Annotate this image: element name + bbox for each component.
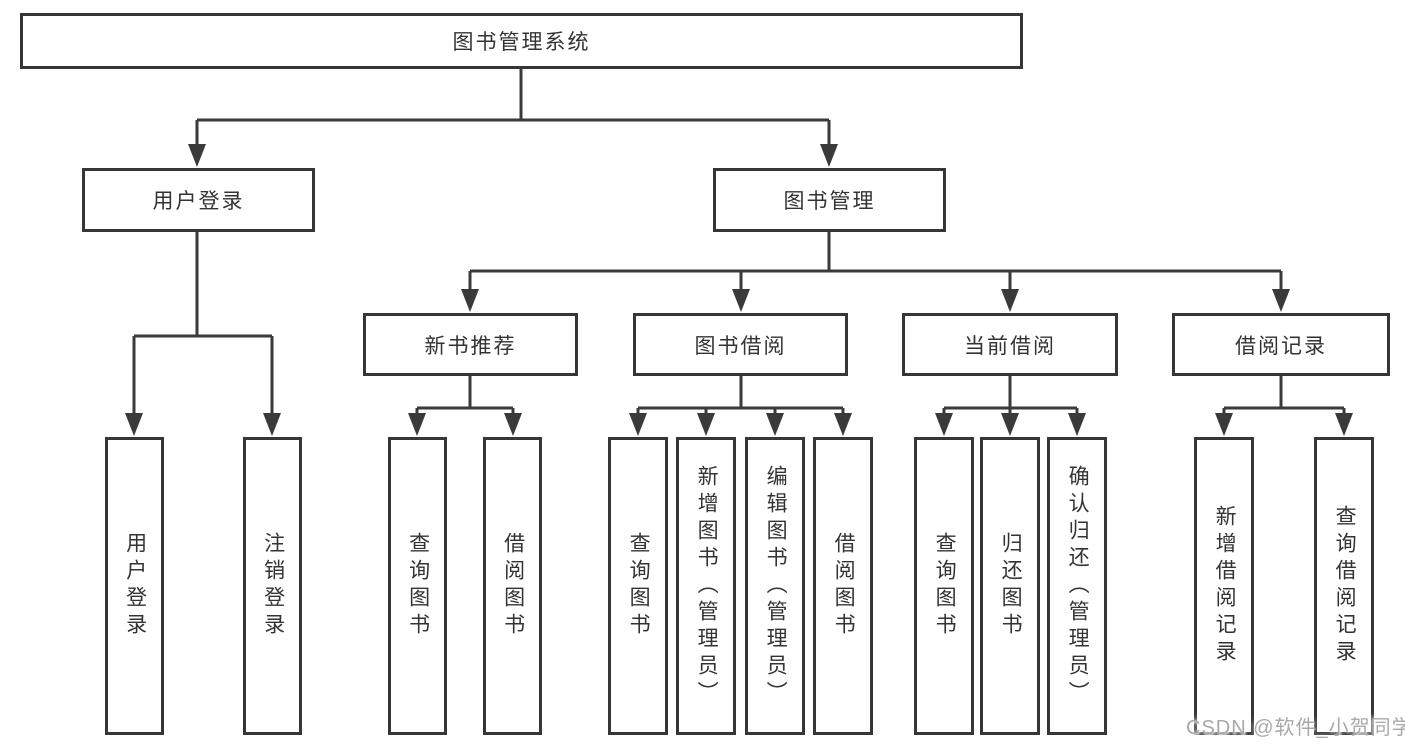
leaf-return-book: 归还图书: [980, 437, 1040, 735]
node-book-borrow: 图书借阅: [633, 313, 848, 376]
leaf-borrow-query-book: 查询图书: [608, 437, 668, 735]
leaf-query-borrow-record: 查询借阅记录: [1314, 437, 1374, 735]
leaf-add-borrow-record: 新增借阅记录: [1194, 437, 1254, 735]
connector-book-borrow-to-leaves: [629, 375, 852, 436]
node-user-login: 用户登录: [82, 168, 315, 232]
node-library-management-system: 图书管理系统: [20, 13, 1023, 69]
node-book-management: 图书管理: [713, 168, 946, 232]
leaf-user-login: 用户登录: [105, 437, 164, 735]
connector-user-login-to-leaves: [125, 231, 281, 436]
leaf-recommend-query-book: 查询图书: [388, 437, 447, 735]
leaf-borrow-book: 借阅图书: [813, 437, 873, 735]
leaf-recommend-borrow-book: 借阅图书: [483, 437, 542, 735]
csdn-watermark: CSDN @软件_小贺同学: [1186, 717, 1405, 739]
node-new-book-recommend: 新书推荐: [363, 313, 578, 376]
connector-book-mgmt-to-level3: [461, 231, 1290, 312]
node-current-borrow: 当前借阅: [902, 313, 1118, 376]
leaf-logout: 注销登录: [243, 437, 302, 735]
leaf-edit-book-admin: 编辑图书（管理员）: [745, 437, 805, 735]
connector-root-to-level2: [188, 67, 838, 167]
connector-new-book-rec-to-leaves: [408, 375, 522, 436]
leaf-confirm-return-admin: 确认归还（管理员）: [1047, 437, 1107, 735]
node-borrow-records: 借阅记录: [1172, 313, 1390, 376]
leaf-add-book-admin: 新增图书（管理员）: [676, 437, 736, 735]
connector-borrow-records-to-leaves: [1215, 375, 1353, 436]
leaf-current-query-book: 查询图书: [914, 437, 974, 735]
connector-current-borrow-to-leaves: [935, 375, 1086, 436]
